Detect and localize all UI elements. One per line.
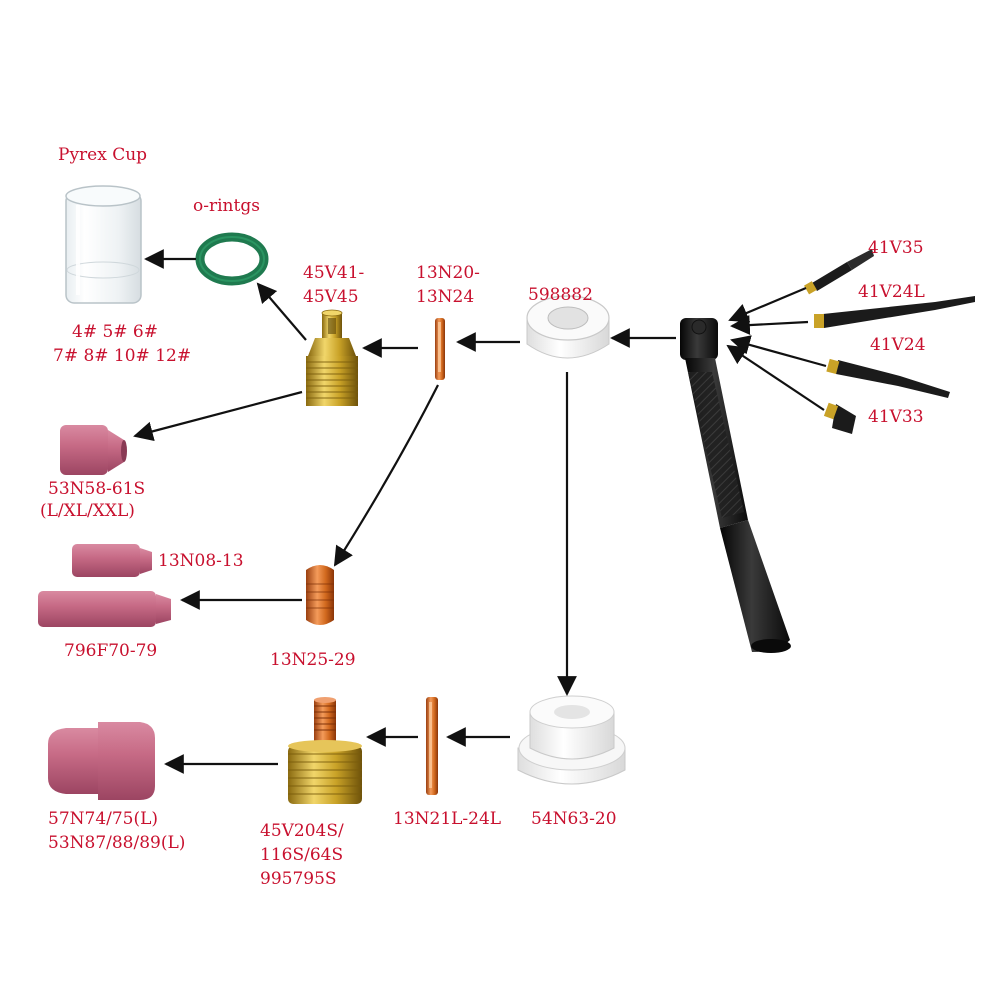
- label-gas-lens-3: 995795S: [260, 869, 337, 889]
- label-gas-lens-cup-2: 53N87/88/89(L): [48, 833, 186, 853]
- label-cup-sizes-1: 4# 5# 6#: [72, 322, 158, 342]
- label-pyrex-cup: Pyrex Cup: [58, 145, 148, 165]
- label-gasket: 54N63-20: [531, 809, 617, 829]
- arrow-icon: [730, 315, 809, 335]
- arrow-icon: [728, 286, 807, 323]
- label-back-cap-2: 41V24L: [858, 282, 925, 302]
- label-collet-body-2: 45V45: [303, 287, 359, 307]
- label-nozzle-long: 796F70-79: [64, 641, 158, 661]
- label-nozzle-1: 53N58-61S: [48, 479, 146, 499]
- long-nozzle-icon: [38, 591, 171, 627]
- collet-icon: [435, 318, 445, 380]
- gas-lens-cup-icon: [48, 722, 155, 800]
- long-collet-icon: [426, 697, 438, 795]
- label-collet-body-1: 45V41-: [303, 263, 365, 283]
- arrow-icon: [256, 282, 307, 341]
- wedge-collet-icon: [306, 565, 334, 625]
- label-back-cap-3: 41V24: [870, 335, 926, 355]
- label-back-cap-1: 41V35: [868, 238, 924, 258]
- back-cap-button-icon: [823, 402, 856, 434]
- back-cap-short-icon: [804, 249, 874, 295]
- label-nozzle-2: (L/XL/XXL): [40, 501, 135, 521]
- insulator-ring-icon: [526, 295, 610, 359]
- label-nozzle-short: 13N08-13: [158, 551, 244, 571]
- label-gas-lens-1: 45V204S/: [260, 821, 344, 841]
- label-o-rings: o-rintgs: [193, 196, 260, 216]
- short-nozzle-icon: [72, 544, 152, 577]
- arrow-icon: [730, 335, 827, 368]
- o-ring-icon: [195, 232, 269, 286]
- label-long-collet: 13N21L-24L: [393, 809, 502, 829]
- collet-body-icon: [306, 309, 358, 406]
- label-collet-1: 13N20-: [416, 263, 480, 283]
- label-gas-lens-2: 116S/64S: [260, 845, 344, 865]
- gas-lens-body-icon: [288, 697, 362, 804]
- pyrex-cup-icon: [65, 185, 142, 304]
- back-cap-long-icon: [814, 296, 975, 328]
- arrow-icon: [333, 384, 439, 567]
- label-collet-2: 13N24: [416, 287, 475, 307]
- connector-arrows: [133, 249, 827, 774]
- arrow-icon: [726, 344, 825, 411]
- label-wedge-collet: 13N25-29: [270, 650, 356, 670]
- arrow-icon: [133, 390, 303, 442]
- label-insulator: 598882: [528, 285, 593, 305]
- label-gas-lens-cup-1: 57N74/75(L): [48, 809, 159, 829]
- torch-icon: [680, 318, 791, 653]
- gasket-icon: [517, 695, 626, 785]
- label-cup-sizes-2: 7# 8# 10# 12#: [53, 346, 192, 366]
- label-back-cap-4: 41V33: [868, 407, 924, 427]
- back-cap-medium-icon: [826, 358, 950, 398]
- alumina-nozzle-icon: [60, 425, 127, 475]
